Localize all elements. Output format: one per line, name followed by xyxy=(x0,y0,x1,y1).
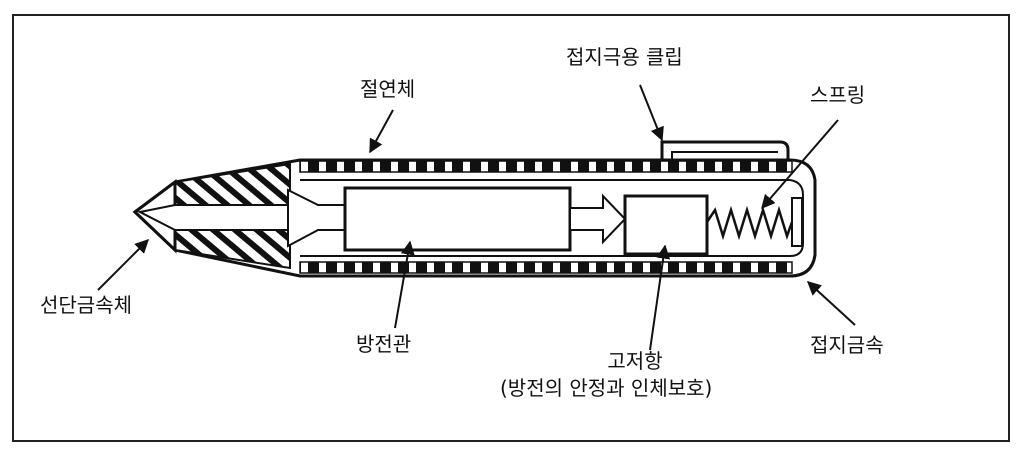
tip-metal-body xyxy=(132,162,301,270)
outer-casing xyxy=(132,158,817,278)
leader-arrows xyxy=(97,84,856,351)
label-discharge-tube: 방전관 xyxy=(356,332,412,356)
label-ground-clip: 접지극용 클립 xyxy=(566,45,683,69)
label-insulator: 절연체 xyxy=(360,77,416,101)
label-resistor-note: (방전의 안정과 인체보호) xyxy=(500,376,713,400)
label-resistor: 고저항 xyxy=(607,349,663,373)
resistor-block xyxy=(569,193,709,256)
discharge-tube xyxy=(287,186,572,252)
label-ground-metal: 접지금속 xyxy=(810,333,884,357)
ground-clip xyxy=(660,140,790,160)
label-spring: 스프링 xyxy=(810,83,866,107)
label-tip-metal: 선단금속체 xyxy=(40,293,132,317)
spring-element xyxy=(705,197,803,247)
